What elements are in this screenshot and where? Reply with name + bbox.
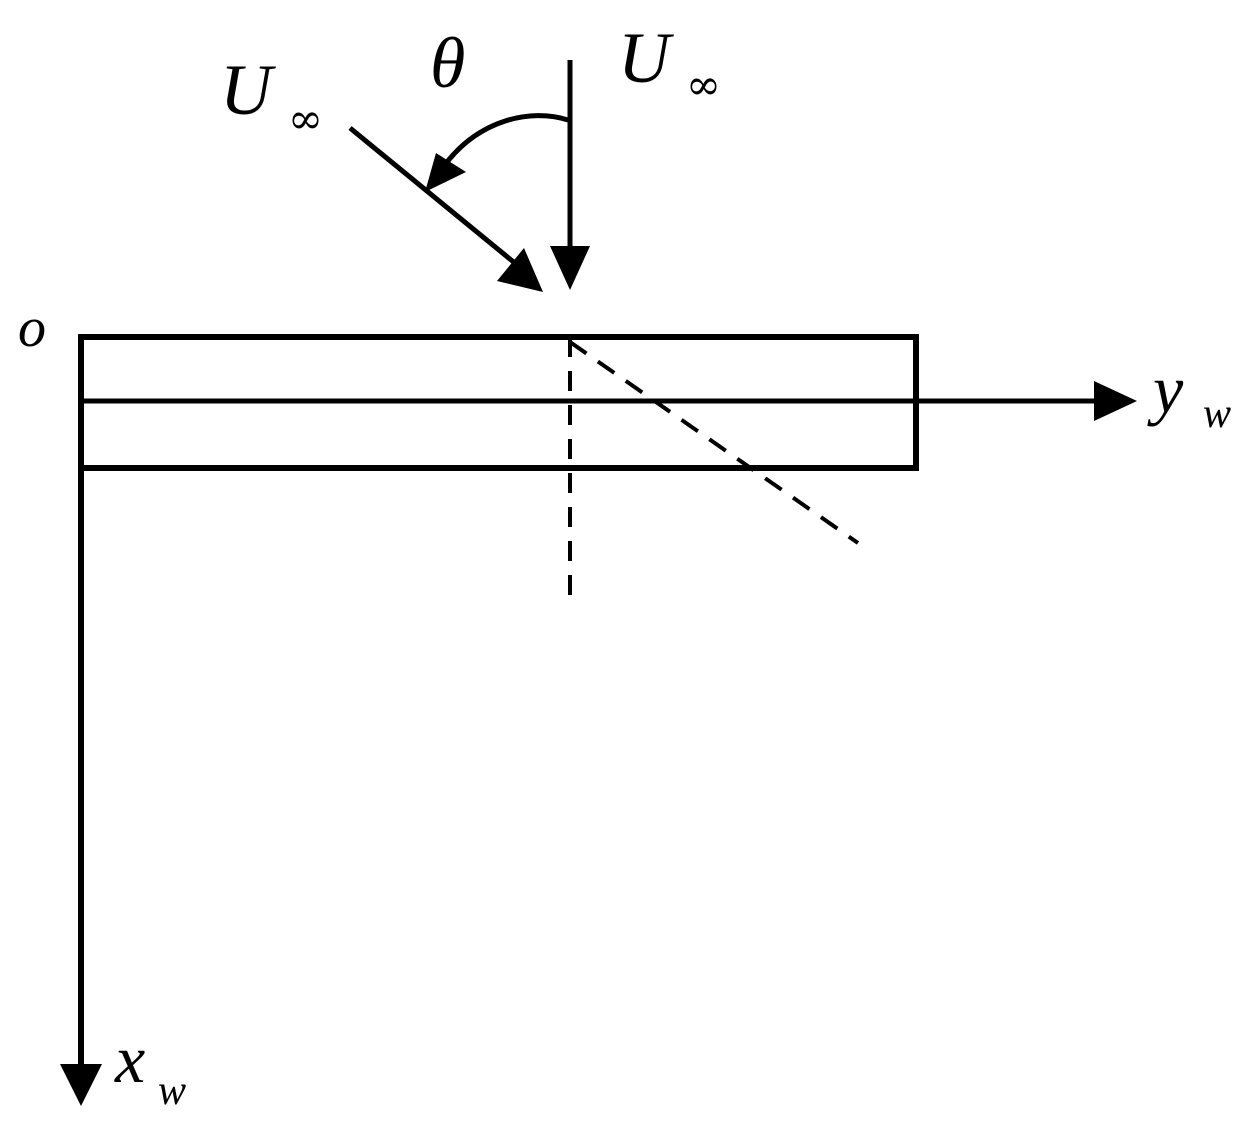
x-axis-label: x	[114, 1021, 145, 1097]
theta-label: θ	[430, 23, 465, 103]
oblique-flow-arrow-shaft	[348, 126, 518, 266]
u-inf-oblique-label: U	[220, 50, 276, 130]
y-axis-label: y	[1147, 351, 1184, 427]
theta-angle-arc	[441, 113, 569, 168]
y-axis-arrowhead	[1094, 381, 1137, 421]
u-inf-vertical-subscript: ∞	[686, 60, 721, 109]
oblique-dashed-line	[568, 340, 860, 545]
u-inf-oblique-subscript: ∞	[288, 94, 323, 143]
u-inf-vertical-label: U	[618, 18, 674, 98]
x-axis-subscript: w	[158, 1068, 186, 1114]
origin-label: o	[18, 297, 46, 359]
x-axis-arrowhead	[60, 1064, 102, 1106]
oblique-flow-arrowhead	[497, 248, 543, 292]
vertical-flow-arrowhead	[550, 246, 590, 290]
theta-arc-arrowhead	[425, 153, 466, 192]
y-axis-subscript: w	[1203, 391, 1231, 437]
